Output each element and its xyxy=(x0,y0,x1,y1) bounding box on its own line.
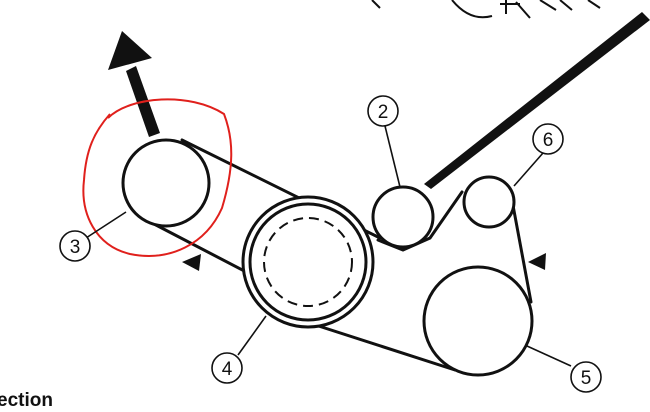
leader-lines xyxy=(85,125,572,367)
callout-2-label: 2 xyxy=(378,102,389,123)
pulley-4 xyxy=(241,195,375,329)
belt-direction-marker-right xyxy=(528,253,546,270)
callout-4-label: 4 xyxy=(222,359,233,380)
pulley-3 xyxy=(121,138,211,228)
cropped-artwork-marks xyxy=(371,0,601,19)
red-highlight-circle xyxy=(82,98,233,257)
callout-3-label: 3 xyxy=(70,237,81,258)
callout-6-label: 6 xyxy=(543,130,554,151)
callout-6: 6 xyxy=(532,123,564,155)
belt-direction-marker-left xyxy=(182,254,201,271)
pulley-4-inner-dashed xyxy=(263,217,353,307)
pulley-6 xyxy=(462,175,516,229)
pulley-5 xyxy=(422,265,534,377)
adjust-direction-arrow xyxy=(108,31,160,137)
callout-3: 3 xyxy=(59,230,91,262)
tensioner-arm xyxy=(424,12,650,189)
caption-text: ection xyxy=(0,390,53,411)
pulley-2 xyxy=(371,185,435,249)
callout-2: 2 xyxy=(367,95,399,127)
callout-4: 4 xyxy=(211,352,243,384)
callout-5: 5 xyxy=(570,361,602,393)
callout-5-label: 5 xyxy=(581,368,592,389)
